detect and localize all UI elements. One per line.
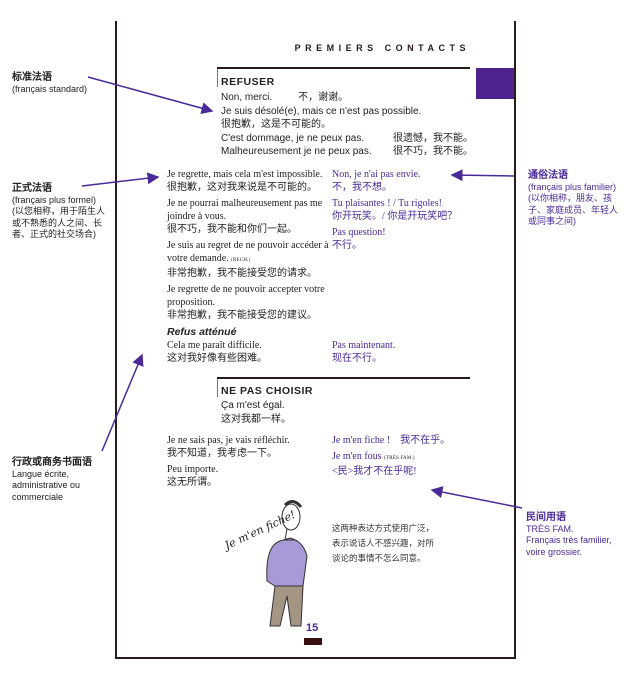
phrase-fr: Cela me paraît difficile. — [167, 340, 262, 351]
running-header: PREMIERS CONTACTS — [294, 43, 470, 53]
phrase-fr: Malheureusement je ne peux pas. — [221, 146, 372, 157]
phrase-fr: Ça m'est égal. — [221, 400, 285, 411]
phrase-zh: 你开玩笑。/ 你是开玩笑吧？ — [332, 211, 458, 222]
standard-phrases: Non, merci. 不，谢谢。 Je suis désolé(e), mais… — [221, 91, 481, 159]
phrase-fr: Non, merci. — [221, 92, 273, 103]
annotation-familier: 通俗法语 (français plus familier) (以你相称，朋友、孩… — [528, 170, 620, 228]
phrase-zh: 很抱歉，这对我来说是不可能的。 — [167, 182, 317, 193]
content-body: Je regrette, mais cela m'est impossible.… — [167, 168, 507, 631]
phrase-fr: Pas maintenant. — [332, 340, 396, 351]
section-title-ne-pas-choisir: NE PAS CHOISIR — [221, 385, 313, 397]
shrugging-man-illustration: Je m'en fiche! — [225, 500, 308, 627]
phrase-fr: Tu plaisantes ! / Tu rigoles! — [332, 198, 442, 209]
standard-phrase: Ça m'est égal. 这对我都一样。 — [221, 399, 470, 426]
annotation-text: (français standard) — [12, 83, 88, 94]
annotation-title: 行政或商务书面语 — [12, 457, 92, 468]
phrase-zh: 不，我不想。 — [332, 182, 392, 193]
annotation-text: (français plus formel) — [12, 194, 97, 205]
refuser-columns: Je regrette, mais cela m'est impossible.… — [167, 168, 507, 322]
phrase-zh: 很不巧，我不能和你们一起。 — [167, 224, 297, 235]
usage-note: 这两种表达方式使用广泛， 表示说话人不感兴趣，对所 谈论的事情不怎么同意。 — [332, 521, 434, 631]
phrase-fr: Peu importe. — [167, 464, 219, 475]
annotation-standard: 标准法语 (français standard) — [12, 72, 87, 95]
page-frame — [115, 21, 516, 659]
register-tag: (RECH.) — [231, 258, 251, 263]
register-tag: (TRÈS FAM.) — [384, 456, 415, 461]
annotation-tag: TRÈS FAM. — [526, 523, 574, 534]
phrase-fr: Je suis désolé(e), mais ce n'est pas pos… — [221, 105, 422, 117]
phrase-fr: Pas question! — [332, 227, 386, 238]
phrase-zh: 这无所谓。 — [167, 477, 217, 488]
annotation-title: 正式法语 — [12, 183, 52, 194]
annotation-text: Langue écrite, administrative ou commerc… — [12, 468, 81, 502]
annotation-text: (以您相称，用于陌生人或不熟悉的人之间、长者、正式的社交场合) — [12, 206, 105, 239]
phrase-zh: 现在不行。 — [332, 353, 382, 364]
phrase-fr: Je ne pourrai malheureusement pas me joi… — [167, 198, 323, 222]
annotation-text: (以你相称，朋友、孩子、家庭成员、年轻人或同事之间) — [528, 193, 619, 226]
annotation-text: Français très familier, voire grossier. — [526, 535, 612, 557]
phrase-zh: 我不知道，我考虑一下。 — [167, 448, 277, 459]
phrase-zh: 不行。 — [332, 240, 362, 251]
subheading-attenue: Refus atténué — [167, 326, 237, 338]
divider — [217, 69, 218, 87]
annotation-tres-fam: 民间用语 TRÈS FAM. Français très familier, v… — [526, 512, 621, 558]
thumb-tab — [476, 68, 514, 99]
phrase-zh: 很抱歉，这是不可能的。 — [221, 119, 331, 130]
note-line: 表示说话人不感兴趣，对所 — [332, 538, 435, 548]
phrase-zh: 非常抱歉，我不能接受您的请求。 — [167, 268, 317, 279]
phrase-fr: Je m'en fiche ! — [332, 435, 391, 446]
phrase-zh: 这对我都一样。 — [221, 413, 291, 425]
formal-phrases: Je regrette, mais cela m'est impossible.… — [167, 168, 332, 322]
attenue-columns: Cela me paraît difficile. 这对我好像有些困难。 Pas… — [167, 339, 507, 365]
phrase-zh: 很遗憾，我不能。 — [393, 132, 473, 144]
phrase-fr: Je m'en fous — [332, 451, 382, 462]
phrase-zh: 这对我好像有些困难。 — [167, 353, 267, 364]
phrase-zh: 非常抱歉，我不能接受您的建议。 — [167, 310, 317, 321]
illustration-row: Je m'en fiche! 这两种表达方式使用广泛， 表示说话人不感兴趣，对所… — [167, 491, 507, 631]
phrase-zh: 不，谢谢。 — [298, 92, 349, 103]
phrase-zh: 我不在乎。 — [400, 435, 451, 446]
annotation-text: (français plus familier) — [528, 181, 617, 192]
ne-pas-choisir-columns: Je ne sais pas, je vais réfléchir. 我不知道，… — [167, 434, 507, 489]
phrase-fr: C'est dommage, je ne peux pas. — [221, 132, 365, 144]
page-marker — [304, 638, 322, 645]
phrase-fr: Je suis au regret de ne pouvoir accéder … — [167, 240, 329, 264]
annotation-title: 民间用语 — [526, 512, 566, 523]
attenue-left: Cela me paraît difficile. 这对我好像有些困难。 — [167, 339, 332, 365]
familiar-phrases: Non, je n'ai pas envie. 不，我不想。 Tu plaisa… — [332, 168, 502, 322]
section-title-refuser: REFUSER — [221, 76, 275, 88]
annotation-formel: 正式法语 (français plus formel) (以您相称，用于陌生人或… — [12, 183, 107, 241]
phrase-fr: Je regrette, mais cela m'est impossible. — [167, 169, 323, 180]
attenue-right: Pas maintenant. 现在不行。 — [332, 339, 502, 365]
annotation-ecrite: 行政或商务书面语 Langue écrite, administrative o… — [12, 457, 102, 503]
page-number: 15 — [306, 622, 319, 634]
phrase-zh: <民>我才不在乎呢! — [332, 466, 417, 477]
note-line: 这两种表达方式使用广泛， — [332, 523, 435, 533]
phrase-fr: Non, je n'ai pas envie. — [332, 169, 421, 180]
phrase-fr: Je ne sais pas, je vais réfléchir. — [167, 435, 290, 446]
section-ne-pas-choisir: NE PAS CHOISIR Ça m'est égal. 这对我都一样。 — [217, 377, 470, 426]
annotation-title: 标准法语 — [12, 72, 52, 83]
phrase-zh: 很不巧，我不能。 — [393, 146, 473, 157]
phrase-fr: Je regrette de ne pouvoir accepter votre… — [167, 284, 325, 308]
annotation-title: 通俗法语 — [528, 170, 568, 181]
ne-pas-choisir-left: Je ne sais pas, je vais réfléchir. 我不知道，… — [167, 434, 332, 489]
ne-pas-choisir-right: Je m'en fiche ! 我不在乎。 Je m'en fous (TRÈS … — [332, 434, 502, 489]
divider — [217, 67, 470, 69]
note-line: 谈论的事情不怎么同意。 — [332, 553, 426, 563]
divider — [217, 379, 218, 397]
